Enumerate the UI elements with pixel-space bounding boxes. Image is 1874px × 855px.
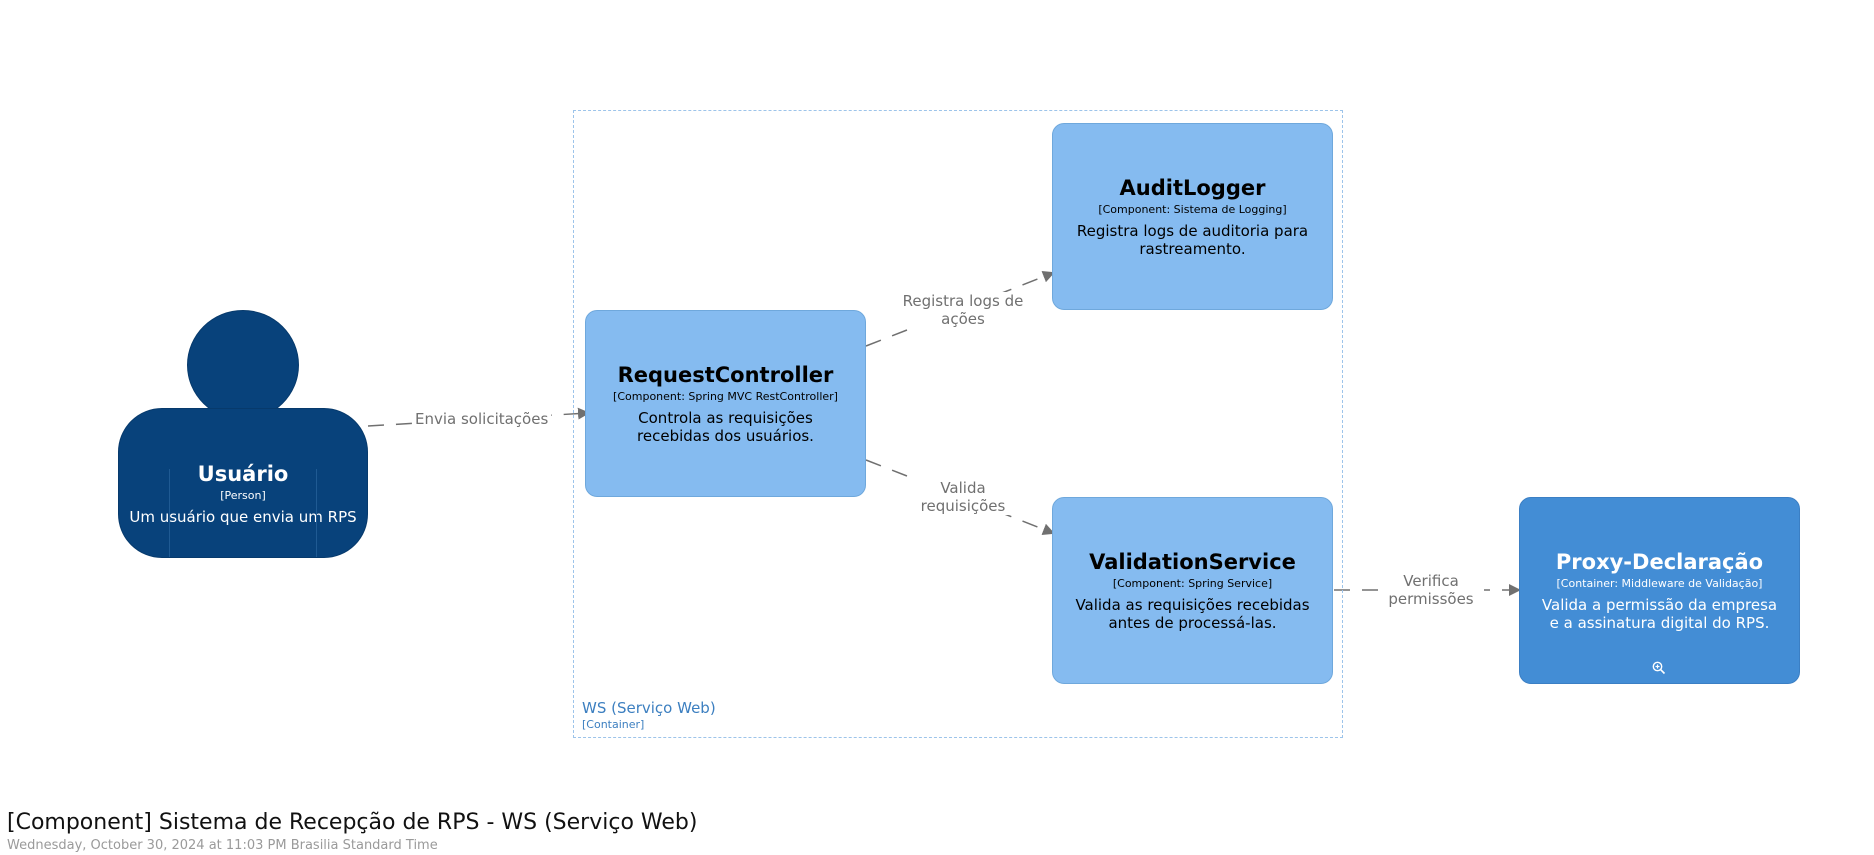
node-name: AuditLogger	[1119, 176, 1266, 200]
person-head-shape	[187, 310, 299, 420]
edge-label-valida: Valida requisições	[910, 479, 1016, 515]
node-name: Proxy-Declaração	[1555, 550, 1764, 574]
person-name: Usuário	[197, 461, 289, 486]
node-description: Valida as requisições recebidas antes de…	[1075, 596, 1310, 632]
person-leg-divider	[316, 469, 317, 557]
zoom-in-icon[interactable]	[1652, 661, 1666, 675]
node-description: Valida a permissão da empresa e a assina…	[1541, 596, 1778, 632]
diagram-title: [Component] Sistema de Recepção de RPS -…	[7, 810, 698, 835]
node-tech: [Component: Sistema de Logging]	[1098, 203, 1287, 216]
boundary-type: [Container]	[582, 718, 645, 731]
boundary-name: WS (Serviço Web)	[582, 699, 716, 717]
node-name: RequestController	[617, 363, 834, 387]
edge-controller-to-audit	[865, 271, 1055, 347]
node-description: Controla as requisições recebidas dos us…	[637, 409, 814, 445]
edge-label-envia: Envia solicitações	[412, 410, 552, 428]
diagram-timestamp: Wednesday, October 30, 2024 at 11:03 PM …	[7, 838, 438, 853]
proxy-declaracao-node[interactable]: Proxy-Declaração [Container: Middleware …	[1519, 497, 1800, 684]
node-tech: [Container: Middleware de Validação]	[1556, 577, 1763, 590]
node-description: Registra logs de auditoria para rastream…	[1076, 222, 1309, 258]
validation-service-node[interactable]: ValidationService [Component: Spring Ser…	[1052, 497, 1333, 684]
node-tech: [Component: Spring MVC RestController]	[613, 390, 838, 403]
edge-label-registra: Registra logs de ações	[898, 292, 1028, 328]
edge-user-to-controller	[367, 407, 590, 427]
person-leg-divider	[169, 469, 170, 557]
edge-controller-to-validation	[865, 459, 1055, 535]
audit-logger-node[interactable]: AuditLogger [Component: Sistema de Loggi…	[1052, 123, 1333, 310]
request-controller-node[interactable]: RequestController [Component: Spring MVC…	[585, 310, 866, 497]
person-node[interactable]: Usuário [Person] Um usuário que envia um…	[118, 408, 368, 558]
container-boundary: WS (Serviço Web) [Container]	[573, 110, 1343, 738]
edge-label-verifica: Verifica permissões	[1378, 572, 1484, 608]
node-name: ValidationService	[1089, 550, 1296, 574]
person-type: [Person]	[220, 488, 266, 502]
node-tech: [Component: Spring Service]	[1112, 577, 1273, 590]
person-description: Um usuário que envia um RPS	[129, 507, 357, 526]
